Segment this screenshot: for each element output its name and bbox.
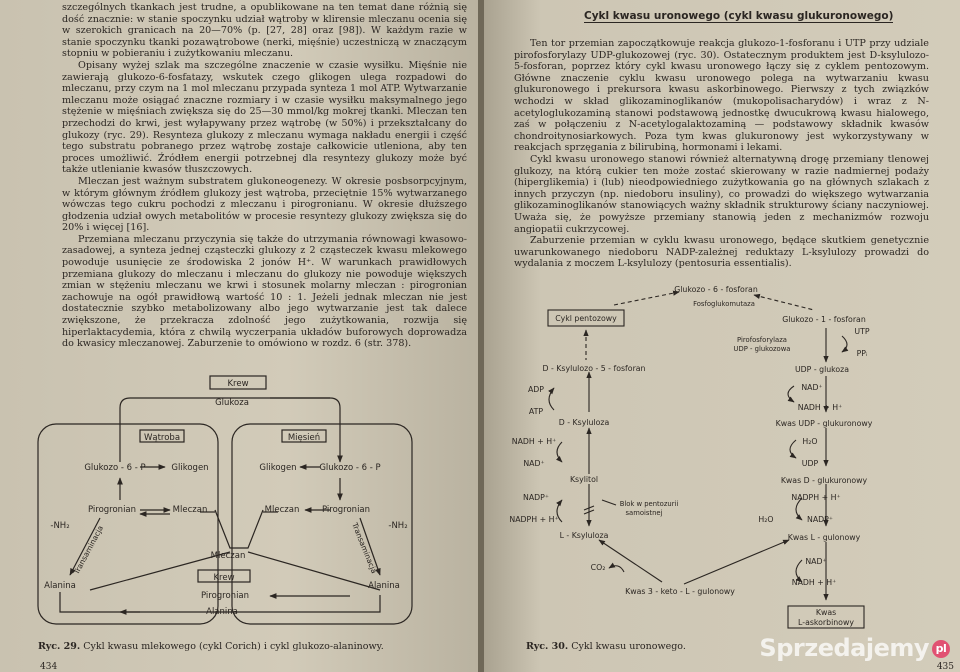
label-co2: CO₂ <box>591 563 606 572</box>
label-samoistnej: samoistnej <box>626 509 663 517</box>
krew-top-box <box>209 375 267 390</box>
label-d-ksyluloza: D - Ksyluloza <box>559 418 610 427</box>
label-blok: Blok w pentozurii <box>620 500 679 508</box>
label-glukoza: Glukoza <box>215 398 249 408</box>
section-heading: Cykl kwasu uronowego (cykl kwasu glukuro… <box>584 10 894 23</box>
watroba-box <box>139 429 185 443</box>
paragraph: Ten tor przemian zapoczątkowuje reakcja … <box>514 38 929 154</box>
label-krew-top: Krew <box>227 379 248 389</box>
label-pirogronian-bottom: Pirogronian <box>201 591 249 601</box>
page-number-right: 435 <box>936 662 954 672</box>
label-nad-plus-3: NAD⁺ <box>805 557 826 566</box>
watermark-text: Sprzedajemy <box>759 634 929 662</box>
paragraph: szczególnych tkankach jest trudne, a opu… <box>62 2 467 60</box>
label-alanina-right: Alanina <box>368 581 400 591</box>
caption-label: Ryc. 30. <box>526 641 569 652</box>
watermark-badge: pl <box>932 640 950 658</box>
label-kwas-udp-glukuronowy: Kwas UDP - glukuronowy <box>776 419 873 428</box>
left-page: szczególnych tkankach jest trudne, a opu… <box>0 0 480 672</box>
label-alanina-bottom: Alanina <box>206 607 238 617</box>
label-nh2-left: -NH₂ <box>50 521 69 531</box>
label-glukozo1f: Glukozo - 1 - fosforan <box>782 315 866 324</box>
figure-30-caption: Ryc. 30. Cykl kwasu uronowego. <box>526 641 686 652</box>
label-nadp-plus-1: NADP⁺ <box>523 493 549 502</box>
label-mleczan-center2: Mleczan <box>265 505 300 515</box>
label-nad-plus-2: NAD⁺ <box>523 459 544 468</box>
paragraph: Przemiana mleczanu przyczynia się także … <box>62 233 467 350</box>
label-nadph-2: NADPH + H⁺ <box>791 493 840 502</box>
label-fosfoglukomutaza: Fosfoglukomutaza <box>693 300 755 308</box>
figure-29-caption: Ryc. 29. Cykl kwasu mlekowego (cykl Cori… <box>38 641 384 652</box>
label-adp: ADP <box>528 385 544 394</box>
paragraph: Opisany wyżej szlak ma szczególne znacze… <box>62 59 467 176</box>
krew-bottom-box <box>197 569 251 583</box>
label-watroba: Wątroba <box>144 433 180 443</box>
label-nadh-1: NADH + H⁺ <box>798 403 843 412</box>
label-h2o-2: H₂O <box>758 515 773 524</box>
label-mleczan-center1: Mleczan <box>173 505 208 515</box>
label-d-ksylulozo5f: D - Ksylulozo - 5 - fosforan <box>543 364 646 373</box>
label-glukozo6p-left: Glukozo - 6 - P <box>84 463 145 473</box>
caption-label: Ryc. 29. <box>38 641 81 652</box>
label-pirofosforylaza: Pirofosforylaza <box>737 336 787 344</box>
label-glukozo6p-right: Glukozo - 6 - P <box>319 463 380 473</box>
label-udp-glukoza: UDP - glukoza <box>795 365 849 374</box>
label-kwas: Kwas <box>816 608 836 617</box>
label-miesien: Mięsień <box>288 433 320 443</box>
book-gutter <box>478 0 486 672</box>
label-pirogronian-right: Pirogronian <box>322 505 370 515</box>
label-ksylitol: Ksylitol <box>570 475 598 484</box>
right-page: Cykl kwasu uronowego (cykl kwasu glukuro… <box>484 0 960 672</box>
label-glikogen-right: Glikogen <box>259 463 296 473</box>
label-mleczan-bottom: Mleczan <box>211 551 246 561</box>
label-udp: UDP <box>802 459 819 468</box>
label-udp-glukozowa: UDP - glukozowa <box>734 345 791 353</box>
label-kwas-3keto: Kwas 3 - keto - L - gulonowy <box>625 587 735 596</box>
paragraph: Cykl kwasu uronowego stanowi również alt… <box>514 153 929 235</box>
miesien-box <box>281 429 327 443</box>
cykl-pentozowy-box <box>547 309 625 327</box>
paragraph: Mleczan jest ważnym substratem glukoneog… <box>62 175 467 234</box>
paragraph: Zaburzenie przemian w cyklu kwasu uronow… <box>514 235 929 270</box>
label-kwas-l-gulonowy: Kwas L - gulonowy <box>788 533 861 542</box>
label-ppi: PPᵢ <box>857 349 868 358</box>
figure-30-diagram: Glukozo - 6 - fosforan Fosfoglukomutaza … <box>509 285 873 629</box>
label-nadp-plus-2: NADP⁺ <box>807 515 833 524</box>
label-pirogronian-left: Pirogronian <box>88 505 136 515</box>
caption-text: Cykl kwasu mlekowego (cykl Corich) i cyk… <box>83 641 384 652</box>
page-number-left: 434 <box>40 662 58 672</box>
label-kwas-d-glukuronowy: Kwas D - glukuronowy <box>781 476 868 485</box>
muscle-box <box>231 423 413 625</box>
label-cykl-pentozowy: Cykl pentozowy <box>555 314 617 323</box>
label-nadph-1: NADPH + H⁺ <box>509 515 558 524</box>
label-nadh-3: NADH + H⁺ <box>792 578 837 587</box>
label-nh2-right: -NH₂ <box>388 521 407 531</box>
caption-text: Cykl kwasu uronowego. <box>571 641 686 652</box>
left-page-text: szczególnych tkankach jest trudne, a opu… <box>62 2 467 350</box>
label-utp: UTP <box>854 327 869 336</box>
label-h2o-1: H₂O <box>802 437 817 446</box>
label-transaminacja-left: Transaminacja <box>71 524 105 577</box>
label-l-ksyluloza: L - Ksyluloza <box>560 531 609 540</box>
label-alanina-left: Alanina <box>44 581 76 591</box>
kwas-askorbinowy-box <box>787 605 865 629</box>
label-glukozo6f: Glukozo - 6 - fosforan <box>674 285 758 294</box>
label-krew-bottom: Krew <box>213 573 234 583</box>
liver-box <box>37 423 219 625</box>
figure-29-diagram: Krew Glukoza Wątroba Mięsień Glukozo - 6… <box>37 375 413 625</box>
label-glikogen-left: Glikogen <box>171 463 208 473</box>
label-nadh-2: NADH + H⁺ <box>512 437 557 446</box>
label-nad-plus-1: NAD⁺ <box>801 383 822 392</box>
right-page-text: Ten tor przemian zapoczątkowuje reakcja … <box>514 38 929 270</box>
label-l-askorbinowy: L-askorbinowy <box>798 618 854 627</box>
label-atp: ATP <box>529 407 543 416</box>
